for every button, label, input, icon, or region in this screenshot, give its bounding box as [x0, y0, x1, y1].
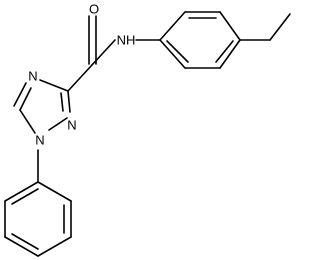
structure-svg: O NH N N N [4, 2, 291, 257]
bond-ethyl-2 [269, 13, 291, 41]
ethyl-chain [239, 13, 291, 41]
atom-label-oxygen: O [89, 2, 99, 17]
atom-labels: O NH N N N [28, 2, 135, 148]
triazole-n4-c5-b [13, 82, 27, 107]
ring-a-double-3 [166, 40, 189, 63]
ethylphenyl-ring [159, 11, 241, 69]
ring-a-double-2 [215, 40, 234, 63]
bond-carbonyl-triazole [67, 64, 93, 92]
phenyl-ring [4, 181, 72, 257]
bond-c-nh [91, 39, 116, 66]
triazole-n4-c5-a [19, 87, 32, 111]
atom-label-triazole-n4: N [28, 69, 37, 84]
triazole-ring [13, 79, 71, 134]
ring-b-double-2 [11, 233, 39, 250]
atom-label-triazole-n2: N [67, 118, 76, 133]
ring-b-bond-4 [4, 236, 39, 257]
ring-a-bond-1 [159, 11, 186, 41]
ring-b-bond-6 [4, 181, 39, 202]
ring-a-bond-6 [159, 39, 186, 69]
carbonyl-group [88, 15, 116, 66]
molecule-diagram: O NH N N N [4, 2, 291, 257]
triazole-c5-n1 [19, 109, 36, 134]
triazole-n1-n2 [48, 117, 68, 131]
ring-a-bond-3 [219, 11, 241, 41]
ring-b-double-3 [11, 188, 39, 205]
triazole-n2-c3-a [67, 90, 71, 113]
triazole-n2-c3-b [60, 92, 64, 112]
ring-a-bond-4 [219, 39, 241, 69]
triazole-c3-n4 [39, 79, 69, 92]
atom-label-amide-nh: NH [117, 33, 136, 48]
ring-b-bond-1 [37, 181, 72, 202]
atom-label-triazole-n1: N [35, 133, 44, 148]
ring-b-bond-3 [37, 236, 72, 257]
